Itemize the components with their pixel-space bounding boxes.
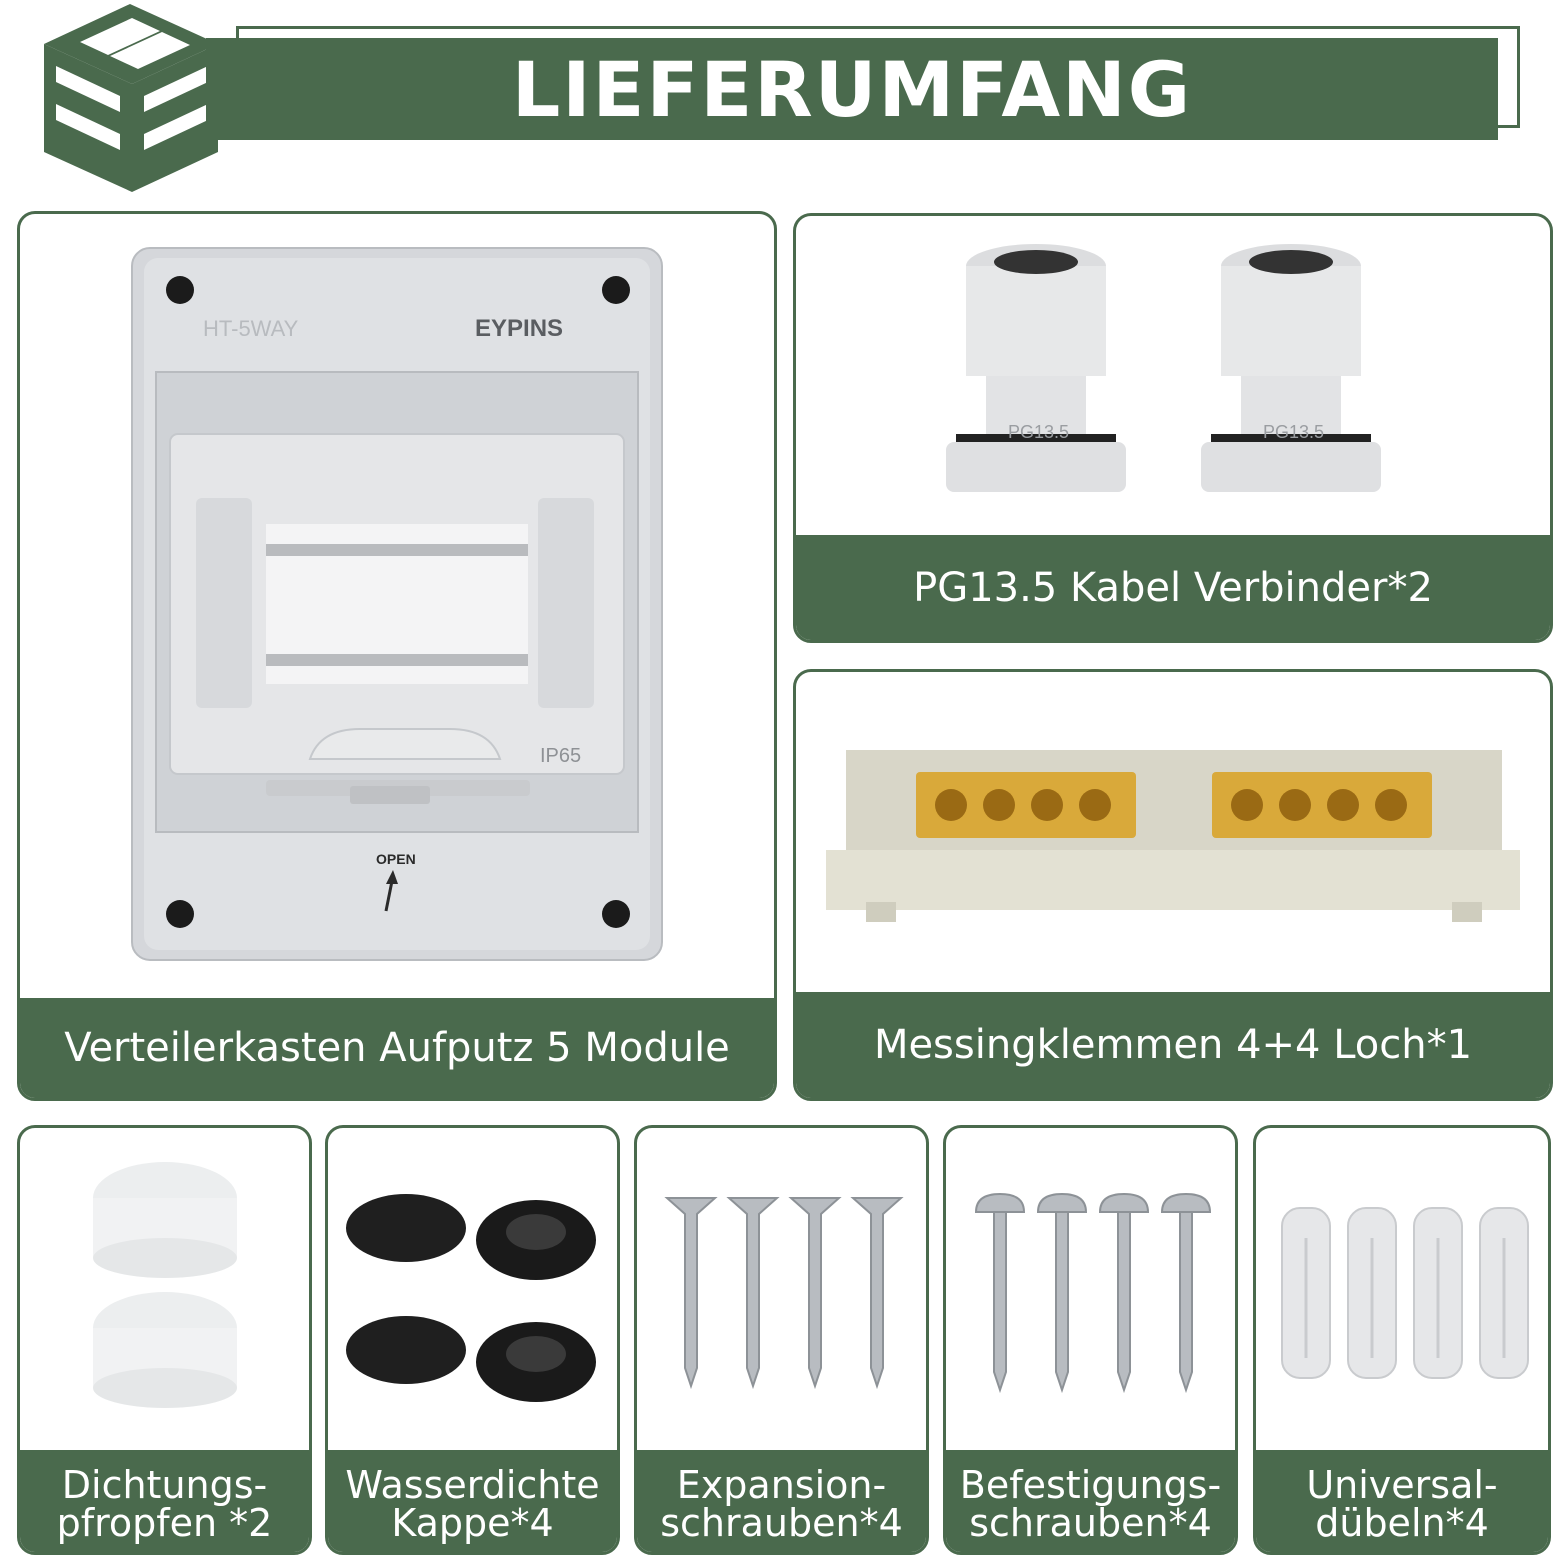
open-text: OPEN xyxy=(376,851,416,867)
item-label-line2: Kappe*4 xyxy=(391,1501,554,1545)
brand-logo-icon xyxy=(40,4,222,192)
screw-icon xyxy=(974,1192,1026,1394)
brand-text: EYPINS xyxy=(475,315,563,342)
item-label: PG13.5 Kabel Verbinder*2 xyxy=(796,535,1550,640)
screw-icon xyxy=(850,1197,904,1390)
screw-icon xyxy=(664,1197,718,1390)
sealing-plugs-image xyxy=(20,1128,309,1450)
item-card-cable-glands: PG13.5 PG13.5 PG13.5 Kabel Verbinder*2 xyxy=(793,213,1553,643)
item-label-line2: schrauben*4 xyxy=(969,1501,1212,1545)
brass-block-icon xyxy=(1212,772,1432,838)
screw-icon xyxy=(1160,1192,1212,1394)
rating-text: IP65 xyxy=(540,745,581,767)
item-card-waterproof-caps: Wasserdichte Kappe*4 xyxy=(325,1125,620,1555)
item-card-mounting-screws: Befestigungs- schrauben*4 xyxy=(943,1125,1238,1555)
item-label-line1: Befestigungs- xyxy=(959,1463,1222,1507)
screw-icon xyxy=(788,1197,842,1390)
item-label-line1: Expansion- xyxy=(676,1463,887,1507)
item-label-line1: Dichtungs- xyxy=(61,1463,268,1507)
item-card-brass-terminals: Messingklemmen 4+4 Loch*1 xyxy=(793,669,1553,1101)
screw-icon xyxy=(726,1197,780,1390)
brass-terminals-image xyxy=(796,672,1550,998)
item-card-wall-plugs: Universal- dübeln*4 xyxy=(1253,1125,1551,1555)
gland-text: PG13.5 xyxy=(1008,422,1069,442)
sealing-plug-icon xyxy=(93,1292,237,1408)
cable-gland-icon: PG13.5 xyxy=(1201,244,1381,492)
item-card-expansion-screws: Expansion- schrauben*4 xyxy=(634,1125,929,1555)
item-label-line2: pfropfen *2 xyxy=(56,1501,273,1545)
item-label: Verteilerkasten Aufputz 5 Module xyxy=(20,998,774,1098)
sealing-plug-icon xyxy=(93,1162,237,1278)
item-card-distribution-box: HT-5WAY EYPINS IP65 OPEN Verteilerkasten… xyxy=(17,211,777,1101)
waterproof-caps-image xyxy=(328,1128,617,1450)
item-card-sealing-plugs: Dichtungs- pfropfen *2 xyxy=(17,1125,312,1555)
distribution-box-image: HT-5WAY EYPINS IP65 OPEN xyxy=(20,214,774,1004)
item-label-line1: Wasserdichte xyxy=(345,1463,600,1507)
model-text: HT-5WAY xyxy=(203,316,299,341)
item-label-line2: dübeln*4 xyxy=(1315,1501,1489,1545)
page-title: LIEFERUMFANG xyxy=(206,38,1498,140)
screw-icon xyxy=(1098,1192,1150,1394)
item-label: Messingklemmen 4+4 Loch*1 xyxy=(796,992,1550,1098)
gland-text: PG13.5 xyxy=(1263,422,1324,442)
item-label-line2: schrauben*4 xyxy=(660,1501,903,1545)
brass-block-icon xyxy=(916,772,1136,838)
mounting-screws-image xyxy=(946,1128,1235,1450)
cap-icon xyxy=(346,1316,466,1384)
screw-icon xyxy=(1036,1192,1088,1394)
item-label-line1: Universal- xyxy=(1306,1463,1498,1507)
wall-plugs-image xyxy=(1256,1128,1548,1450)
expansion-screws-image xyxy=(637,1128,926,1450)
cap-icon xyxy=(346,1194,466,1262)
cable-gland-icon: PG13.5 xyxy=(946,244,1126,492)
cable-glands-image: PG13.5 PG13.5 xyxy=(796,216,1550,541)
